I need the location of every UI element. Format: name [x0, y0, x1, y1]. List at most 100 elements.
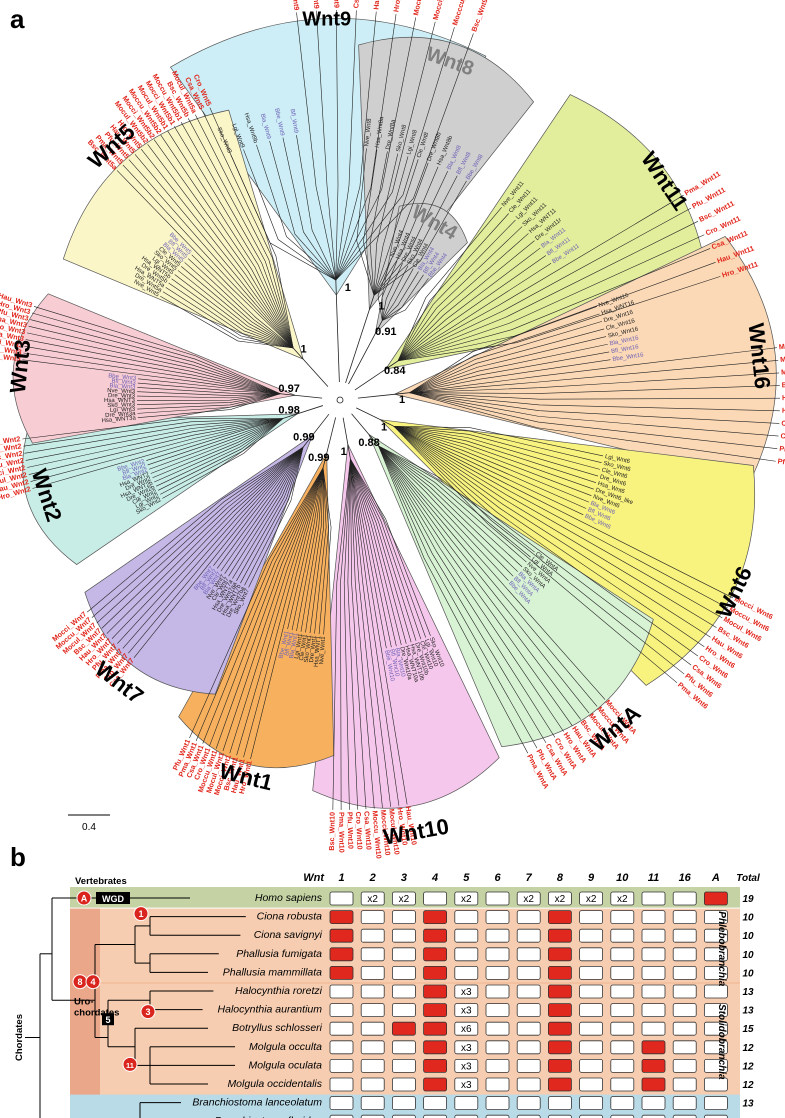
wnt16-branch	[409, 392, 780, 412]
wnt-presence-cell	[516, 1040, 541, 1055]
species-name: Ciona savignyi	[254, 929, 323, 941]
wnt3-branch	[30, 319, 281, 395]
wnt-presence-cell	[391, 1077, 416, 1092]
wnt6-branch	[393, 426, 728, 609]
wnt-presence-cell	[360, 966, 385, 980]
wnt9-branch	[335, 10, 339, 281]
wnt-presence-cell	[485, 1003, 510, 1017]
wnt16-support-value: 1	[399, 394, 405, 406]
wnt-presence-cell	[641, 928, 666, 943]
wnt-presence-cell	[454, 1077, 479, 1092]
wnt-presence-cell	[329, 1077, 354, 1092]
wnt-presence-cell	[641, 1096, 666, 1110]
wnt9-branch	[335, 33, 474, 281]
wnt16-leaf-label: Cro_Wnt16	[781, 418, 785, 429]
wnt-presence-cell	[360, 928, 385, 943]
total-count: 13	[742, 1006, 754, 1017]
wnt16-leaf-label: Csa_Wnt16	[780, 431, 785, 443]
wnt11-branch	[397, 247, 541, 362]
wnt-presence-cell	[329, 1040, 354, 1055]
wnt5-branch	[173, 126, 294, 349]
wnt4-branch	[381, 265, 409, 321]
event-label: 11	[126, 1061, 134, 1070]
wnt-presence-cell	[329, 928, 354, 943]
wnt6-branch	[393, 426, 734, 599]
wnt9-leaf-label: Pma_Wnt9	[310, 0, 321, 9]
wnt5-branch	[162, 291, 294, 349]
wnt-presence-cell	[423, 1003, 448, 1017]
wnt-presence-cell	[641, 1021, 666, 1036]
wnt7-branch	[220, 447, 304, 572]
wnt-presence-cell	[423, 928, 448, 943]
total-count: 13	[742, 987, 754, 998]
wnt10-branch	[350, 459, 397, 647]
wnt9-branch	[282, 137, 337, 281]
wnt-presence-cell	[485, 966, 510, 980]
wnt1-leaf-label: Dre_Wnt1	[309, 635, 318, 663]
wnt1-leaf-label: Bfl_Wnt1	[284, 631, 295, 657]
wnt-presence-cell	[485, 1077, 510, 1092]
wnt11-branch	[397, 276, 721, 362]
wnt-presence-cell	[485, 1059, 510, 1073]
wnt8-leaf-label: Nve_Wnt8	[364, 118, 373, 147]
total-count: 10	[742, 913, 754, 924]
wnt16-stem	[357, 392, 410, 399]
wnt10-branch	[350, 459, 375, 809]
wnt9-leaf-label: Bfa_Wnt9	[289, 0, 302, 11]
wnt4-stem	[348, 320, 383, 385]
wnt9-leaf-label: Cro_Wnt9	[332, 0, 341, 8]
wnt10-clade-area	[312, 443, 500, 809]
wnt5-branch	[187, 258, 294, 349]
wnt3-leaf-label: Dre_Wnt3a	[105, 411, 136, 419]
wnt3-leaf-label: Bla_Wnt3	[109, 383, 136, 391]
wnt-presence-cell	[360, 910, 385, 924]
wnt5-branch	[181, 266, 294, 349]
wnt2-branch	[24, 418, 283, 454]
wnt11-branch	[397, 226, 523, 362]
wnt-presence-cell	[579, 891, 603, 906]
wnt2-branch	[160, 418, 284, 495]
wnt-presence-cell	[423, 966, 448, 980]
wnt4-branch	[381, 263, 403, 321]
wnt3-branch	[137, 393, 281, 418]
wnt2-branch	[154, 418, 284, 483]
wnt11-support-value: 0.84	[384, 365, 406, 377]
wnt5-branch	[187, 118, 294, 349]
wnt10-branch	[340, 459, 351, 810]
wnt10-branch	[347, 459, 358, 810]
wnt3-support-value: 0.97	[278, 383, 299, 395]
urochordates-label: chordates	[74, 1008, 119, 1019]
wnt-presence-cell	[454, 910, 479, 924]
wnt6-branch	[393, 426, 723, 619]
wnt-presence-cell	[579, 966, 603, 980]
wnt-presence-cell	[579, 1096, 603, 1110]
wnt-presence-cell	[579, 1003, 603, 1017]
wnt16-leaf-label: Hro_Wnt16	[782, 406, 785, 416]
wnt3-branch	[137, 393, 281, 399]
wnt16-branch	[409, 392, 780, 424]
wnt10-branch	[350, 459, 392, 807]
total-count: 13	[742, 1099, 754, 1110]
wnt5-branch	[167, 130, 294, 349]
wnt10-leaf-label: Bbe_Wnt10	[383, 650, 395, 683]
wnt2-branch	[27, 418, 283, 468]
wnt5-branch	[191, 254, 294, 349]
wnt-presence-cell	[329, 1096, 354, 1110]
wnt-presence-cell	[579, 947, 603, 962]
wnt10-branch	[350, 459, 392, 648]
wnt-presence-cell	[423, 1021, 448, 1036]
wnt-presence-cell	[423, 1059, 448, 1073]
wnt1-branch	[305, 467, 324, 633]
copy-number-label: x3	[461, 1006, 472, 1017]
wnt8-stem	[345, 295, 375, 384]
wnt7-branch	[111, 447, 304, 639]
wnta-branch	[378, 445, 590, 714]
wnt7-branch	[91, 447, 304, 618]
wnt-presence-cell	[641, 910, 666, 924]
event-label: 4	[90, 977, 95, 987]
wnt-presence-cell	[641, 891, 666, 906]
wnt3-branch	[27, 332, 281, 395]
wnt5-stem	[292, 347, 329, 387]
wnt-presence-cell	[391, 1021, 416, 1036]
